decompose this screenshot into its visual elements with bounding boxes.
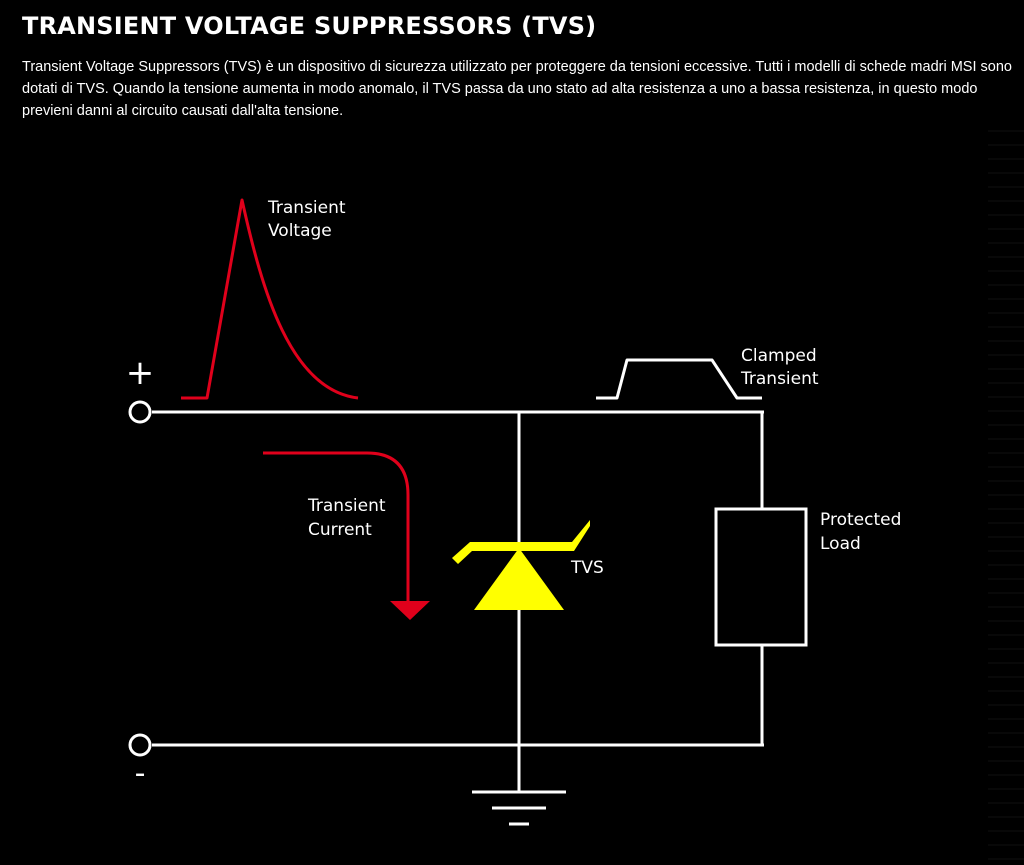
protected-load-label: Protected Load	[820, 510, 907, 554]
tvs-cathode-bar	[452, 520, 590, 564]
transient-current-arrowhead-icon	[390, 601, 430, 620]
clamped-transient-label-line2: Transient	[740, 369, 819, 389]
protected-load-label-line2: Load	[820, 534, 861, 554]
transient-current-label-line2: Current	[308, 520, 372, 540]
transient-current-path	[263, 451, 410, 602]
transient-voltage-label-line1: Transient	[267, 198, 346, 218]
negative-terminal	[128, 733, 152, 757]
positive-terminal	[128, 400, 152, 424]
clamped-transient-label-line1: Clamped	[741, 346, 817, 366]
transient-current-label-line1: Transient	[307, 496, 386, 516]
protected-load-box	[714, 507, 808, 647]
transient-voltage-label-line2: Voltage	[268, 221, 332, 241]
circuit-wires	[128, 400, 808, 792]
tvs-diode-triangle	[474, 548, 564, 610]
transient-voltage-spike	[181, 198, 359, 400]
transient-current-label: Transient Current	[307, 496, 391, 540]
clamped-transient-waveform	[596, 358, 762, 400]
minus-sign-label: -	[135, 756, 146, 791]
tvs-diode-icon	[452, 520, 590, 610]
clamped-transient-label: Clamped Transient	[740, 346, 822, 389]
tvs-label: TVS	[570, 558, 604, 578]
intro-paragraph: Transient Voltage Suppressors (TVS) è un…	[22, 59, 1012, 119]
plus-sign-label: +	[126, 353, 155, 393]
decorative-edge-pattern	[988, 130, 1024, 865]
protected-load-label-line1: Protected	[820, 510, 901, 530]
ground-icon	[472, 790, 566, 826]
page-title: TRANSIENT VOLTAGE SUPPRESSORS (TVS)	[22, 12, 597, 40]
transient-voltage-label: Transient Voltage	[267, 198, 351, 241]
